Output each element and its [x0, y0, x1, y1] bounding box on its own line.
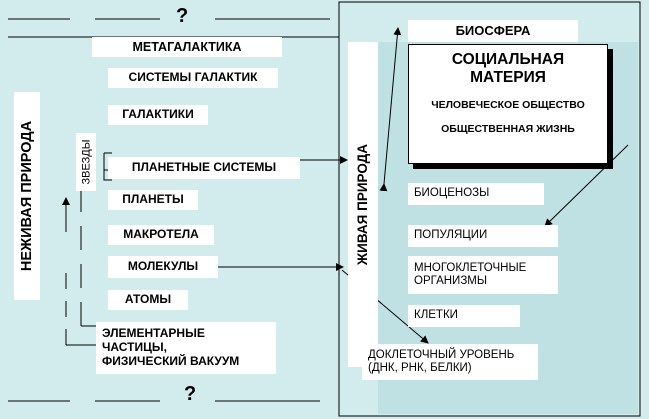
- elementary-line-2: ЧАСТИЦЫ,: [102, 340, 167, 355]
- human-society: ЧЕЛОВЕЧЕСКОЕ ОБЩЕСТВО: [431, 99, 585, 111]
- living-nature-label: ЖИВАЯ ПРИРОДА: [348, 42, 378, 367]
- level-galaxies: ГАЛАКТИКИ: [108, 105, 208, 125]
- unknown-top-question: ?: [176, 5, 189, 27]
- level-multicellular: МНОГОКЛЕТОЧНЫЕ ОРГАНИЗМЫ: [408, 256, 558, 294]
- social-title-line-1: СОЦИАЛЬНАЯ: [451, 51, 565, 68]
- social-life: ОБЩЕСТВЕННАЯ ЖИЗНЬ: [441, 123, 575, 135]
- level-atoms: АТОМЫ: [108, 290, 188, 310]
- level-metagalaxy: МЕТАГАЛАКТИКА: [92, 37, 282, 57]
- biosphere-label: БИОСФЕРА: [408, 20, 578, 42]
- social-to-populations-arrow: [544, 144, 629, 227]
- level-planetary-systems: ПЛАНЕТНЫЕ СИСТЕМЫ: [108, 157, 300, 179]
- social-title-line-2: МАТЕРИЯ: [470, 69, 546, 86]
- unknown-bottom-question: ?: [184, 383, 197, 405]
- level-molecules: МОЛЕКУЛЫ: [108, 256, 218, 278]
- living-nature-frame: [338, 1, 641, 417]
- social-matter-box: СОЦИАЛЬНАЯ МАТЕРИЯ ЧЕЛОВЕЧЕСКОЕ ОБЩЕСТВО…: [408, 44, 608, 164]
- nonliving-nature-label: НЕЖИВАЯ ПРИРОДА: [14, 92, 40, 300]
- level-elementary-particles: ЭЛЕМЕНТАРНЫЕ ЧАСТИЦЫ, ФИЗИЧЕСКИЙ ВАКУУМ: [96, 322, 276, 374]
- multicellular-line-1: МНОГОКЛЕТОЧНЫЕ: [414, 261, 527, 274]
- multicellular-line-2: ОРГАНИЗМЫ: [414, 275, 488, 287]
- level-cells: КЛЕТКИ: [408, 305, 520, 327]
- elementary-line-3: ФИЗИЧЕСКИЙ ВАКУУМ: [102, 353, 240, 368]
- level-planets: ПЛАНЕТЫ: [108, 190, 198, 210]
- biosphere-double-arrow: [379, 27, 402, 192]
- elementary-line-1: ЭЛЕМЕНТАРНЫЕ: [102, 326, 205, 341]
- level-precellular: ДОКЛЕТОЧНЫЙ УРОВЕНЬ (ДНК, РНК, БЕЛКИ): [362, 344, 538, 380]
- stars-label: ЗВЕЗДЫ: [76, 133, 96, 191]
- origin-dashed-arrow: [62, 190, 96, 346]
- level-biocenoses: БИОЦЕНОЗЫ: [408, 183, 544, 205]
- level-macrobodies: МАКРОТЕЛА: [108, 225, 214, 245]
- precellular-line-1: ДОКЛЕТОЧНЫЙ УРОВЕНЬ: [368, 348, 515, 361]
- level-populations: ПОПУЛЯЦИИ: [408, 225, 558, 247]
- precellular-line-2: (ДНК, РНК, БЕЛКИ): [368, 362, 472, 374]
- level-galaxy-systems: СИСТЕМЫ ГАЛАКТИК: [108, 68, 278, 88]
